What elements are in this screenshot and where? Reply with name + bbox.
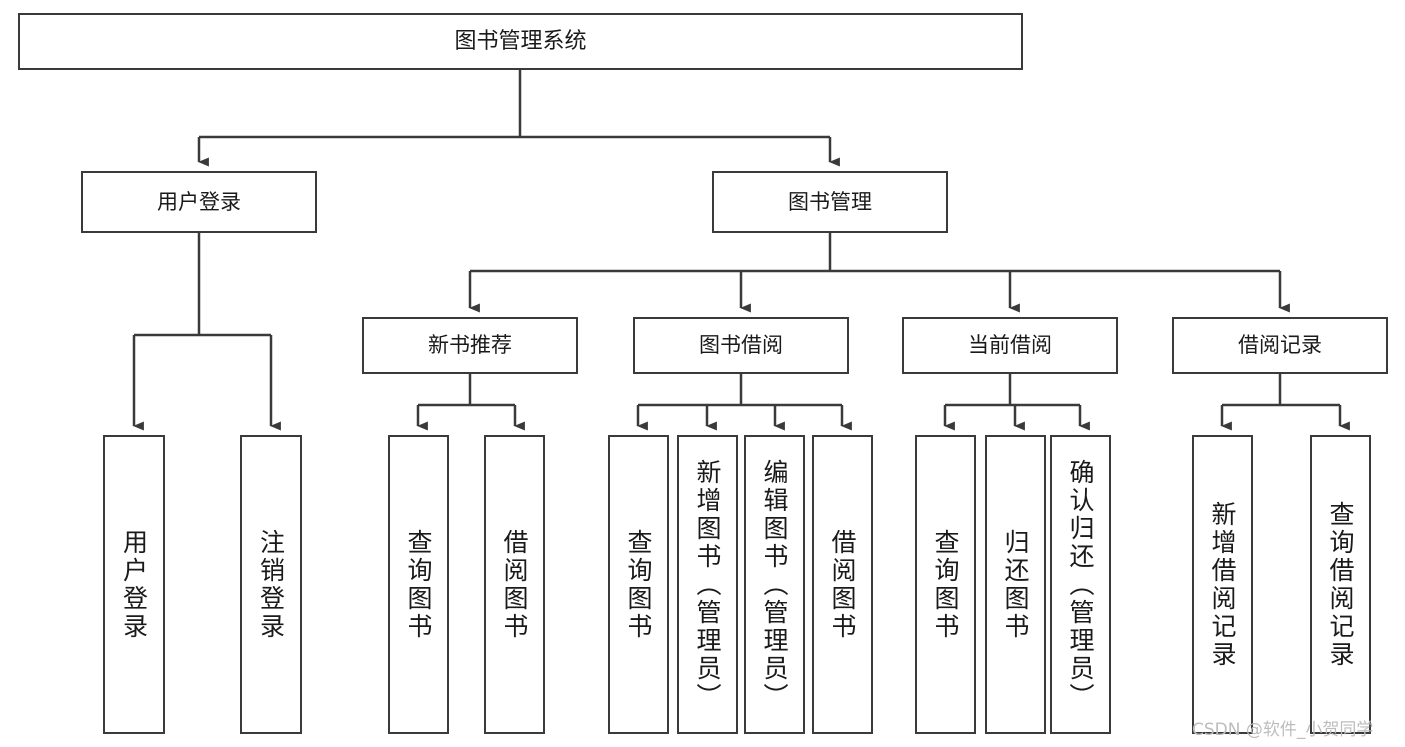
leaf-edit-book-label: 编辑图书（管理员） bbox=[760, 458, 789, 711]
leaf-confirm-return-label: 确认归还（管理员） bbox=[1066, 458, 1095, 711]
node-new-book-recommend-label: 新书推荐 bbox=[428, 333, 512, 358]
leaf-query-book-cur-label: 查询图书 bbox=[931, 528, 960, 641]
node-borrow-record-label: 借阅记录 bbox=[1238, 333, 1322, 358]
leaf-logout[interactable]: 注销登录 bbox=[240, 435, 302, 734]
leaf-user-login-label: 用户登录 bbox=[119, 528, 149, 641]
node-book-borrow-label: 图书借阅 bbox=[699, 333, 783, 358]
leaf-return-book-label: 归还图书 bbox=[1001, 528, 1030, 641]
leaf-add-book[interactable]: 新增图书（管理员） bbox=[677, 435, 738, 734]
leaf-add-record-label: 新增借阅记录 bbox=[1208, 500, 1237, 669]
leaf-borrow-book-bor[interactable]: 借阅图书 bbox=[812, 435, 873, 734]
leaf-borrow-book-bor-label: 借阅图书 bbox=[828, 528, 857, 641]
leaf-edit-book[interactable]: 编辑图书（管理员） bbox=[744, 435, 805, 734]
node-book-manage[interactable]: 图书管理 bbox=[712, 171, 948, 233]
leaf-query-book-bor[interactable]: 查询图书 bbox=[608, 435, 669, 734]
leaf-query-book-rec-label: 查询图书 bbox=[404, 528, 433, 641]
node-current-borrow-label: 当前借阅 bbox=[968, 333, 1052, 358]
node-borrow-record[interactable]: 借阅记录 bbox=[1172, 317, 1388, 374]
node-book-borrow[interactable]: 图书借阅 bbox=[633, 317, 849, 374]
node-user-login[interactable]: 用户登录 bbox=[81, 171, 317, 233]
node-root-label: 图书管理系统 bbox=[454, 28, 587, 54]
leaf-add-book-label: 新增图书（管理员） bbox=[693, 458, 722, 711]
node-user-login-label: 用户登录 bbox=[157, 189, 241, 214]
leaf-query-book-rec[interactable]: 查询图书 bbox=[388, 435, 449, 734]
leaf-query-record[interactable]: 查询借阅记录 bbox=[1310, 435, 1371, 734]
csdn-watermark: CSDN @软件_小贺同学 bbox=[1192, 720, 1374, 740]
node-root[interactable]: 图书管理系统 bbox=[18, 13, 1023, 70]
leaf-borrow-book-rec[interactable]: 借阅图书 bbox=[484, 435, 545, 734]
leaf-user-login[interactable]: 用户登录 bbox=[103, 435, 165, 734]
leaf-borrow-book-rec-label: 借阅图书 bbox=[500, 528, 529, 641]
leaf-confirm-return[interactable]: 确认归还（管理员） bbox=[1050, 435, 1111, 734]
leaf-logout-label: 注销登录 bbox=[256, 528, 286, 641]
leaf-query-book-bor-label: 查询图书 bbox=[624, 528, 653, 641]
leaf-add-record[interactable]: 新增借阅记录 bbox=[1192, 435, 1253, 734]
leaf-return-book[interactable]: 归还图书 bbox=[985, 435, 1046, 734]
node-book-manage-label: 图书管理 bbox=[788, 189, 872, 214]
leaf-query-record-label: 查询借阅记录 bbox=[1326, 500, 1355, 669]
node-new-book-recommend[interactable]: 新书推荐 bbox=[362, 317, 578, 374]
leaf-query-book-cur[interactable]: 查询图书 bbox=[915, 435, 976, 734]
node-current-borrow[interactable]: 当前借阅 bbox=[902, 317, 1118, 374]
